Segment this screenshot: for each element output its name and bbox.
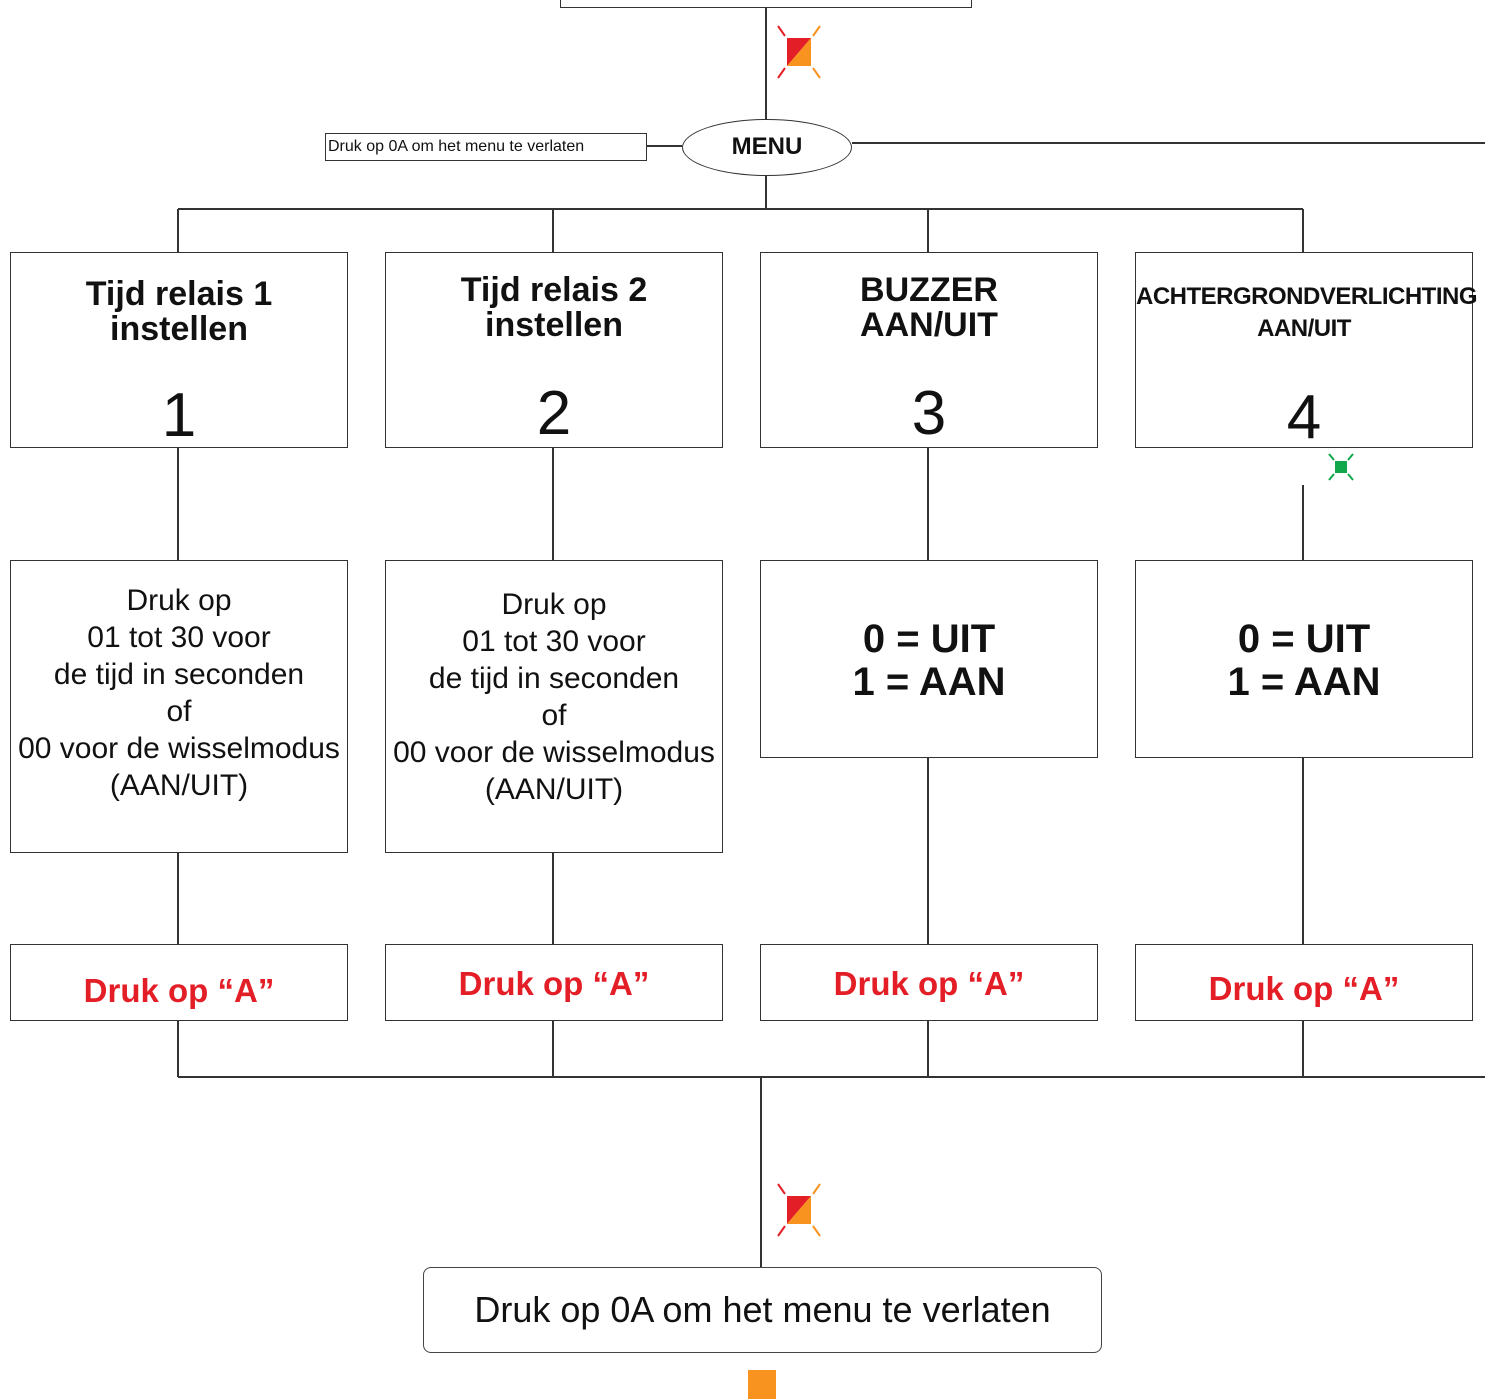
option-box-relay-2: Tijd relais 2 instellen 2 xyxy=(385,252,723,448)
option-box-backlight: ACHTERGRONDVERLICHTING AAN/UIT 4 xyxy=(1135,252,1478,452)
previous-step-box xyxy=(560,0,972,8)
led-red-orange-blinking-icon xyxy=(777,25,821,79)
instruction-line: Druk op xyxy=(501,588,607,621)
toggle-box-backlight: 0 = UIT 1 = AAN xyxy=(1135,560,1473,758)
instruction-line: 01 tot 30 voor xyxy=(87,621,271,654)
option-title-line: instellen xyxy=(110,310,248,348)
instruction-line: Druk op xyxy=(126,584,232,617)
option-title-line: BUZZER xyxy=(860,271,998,309)
option-title-line: Tijd relais 2 xyxy=(460,271,648,309)
confirm-label: Druk op “A” xyxy=(458,965,650,1002)
led-orange-icon xyxy=(748,1370,776,1399)
menu-node: MENU xyxy=(682,119,852,176)
toggle-line: 1 = AAN xyxy=(852,660,1006,704)
option-number: 2 xyxy=(536,379,572,448)
led-green-blinking-icon xyxy=(1328,453,1354,481)
option-box-buzzer: BUZZER AAN/UIT 3 xyxy=(760,252,1098,448)
confirm-box-relay-2: Druk op “A” xyxy=(385,944,723,1021)
toggle-line: 0 = UIT xyxy=(1237,617,1371,661)
option-number: 1 xyxy=(161,381,197,450)
option-title-line: ACHTERGRONDVERLICHTING xyxy=(1136,283,1478,310)
instruction-line: de tijd in seconden xyxy=(53,658,305,691)
toggle-line: 1 = AAN xyxy=(1227,660,1381,704)
toggle-box-buzzer: 0 = UIT 1 = AAN xyxy=(760,560,1098,758)
instruction-line: of xyxy=(166,695,192,728)
confirm-box-backlight: Druk op “A” xyxy=(1135,944,1473,1021)
exit-menu-box: Druk op 0A om het menu te verlaten xyxy=(423,1267,1102,1353)
confirm-box-relay-1: Druk op “A” xyxy=(10,944,348,1021)
option-title-line: AAN/UIT xyxy=(860,306,998,344)
confirm-label: Druk op “A” xyxy=(1208,970,1400,1007)
toggle-line: 0 = UIT xyxy=(862,617,996,661)
instruction-line: de tijd in seconden xyxy=(428,662,680,695)
instruction-line: 00 voor de wisselmodus xyxy=(18,732,340,765)
exit-hint-label: Druk op 0A om het menu te verlaten xyxy=(325,133,647,161)
confirm-label: Druk op “A” xyxy=(83,972,275,1009)
option-title-line: AAN/UIT xyxy=(1257,315,1351,342)
option-title-line: Tijd relais 1 xyxy=(85,275,273,313)
confirm-label: Druk op “A” xyxy=(833,965,1025,1002)
instruction-line: of xyxy=(541,699,567,732)
instruction-box-relay-2: Druk op 01 tot 30 voor de tijd in second… xyxy=(385,560,723,853)
option-title-line: instellen xyxy=(485,306,623,344)
confirm-box-buzzer: Druk op “A” xyxy=(760,944,1098,1021)
instruction-line: 00 voor de wisselmodus xyxy=(393,736,715,769)
option-number: 4 xyxy=(1286,383,1322,452)
option-number: 3 xyxy=(911,379,947,448)
led-red-orange-blinking-icon xyxy=(777,1183,821,1237)
option-box-relay-1: Tijd relais 1 instellen 1 xyxy=(10,252,348,448)
instruction-line: (AAN/UIT) xyxy=(484,773,624,806)
instruction-box-relay-1: Druk op 01 tot 30 voor de tijd in second… xyxy=(10,560,348,853)
instruction-line: 01 tot 30 voor xyxy=(462,625,646,658)
instruction-line: (AAN/UIT) xyxy=(109,769,249,802)
